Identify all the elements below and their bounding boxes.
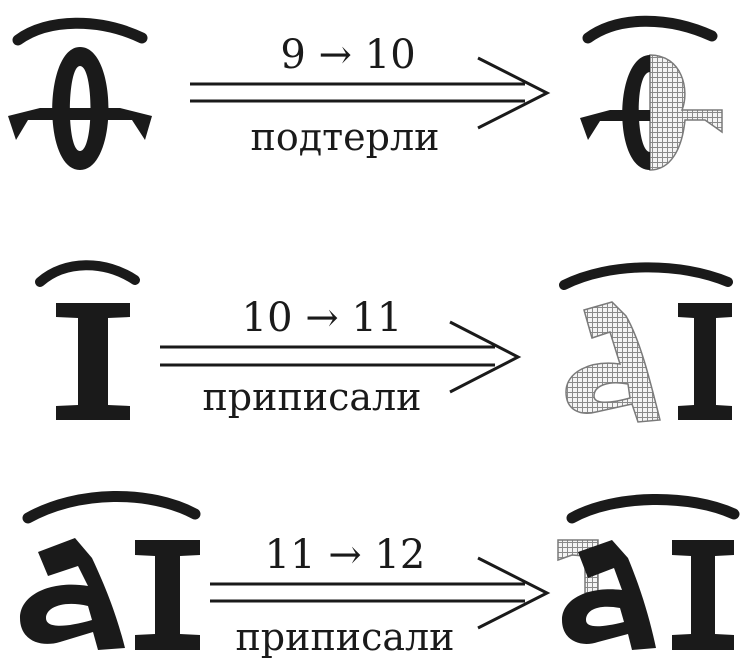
a-letter [20,538,125,650]
number-transition-label: 11 → 12 [265,532,426,578]
i-letter [672,540,734,650]
titlo-mark [559,262,733,290]
transform-arrow-1 [190,56,551,130]
number-transition-label: 10 → 11 [242,295,403,341]
added-a-letter [565,301,661,423]
titlo-mark [35,260,140,287]
row-3: 11 → 12 приписали [20,491,740,659]
action-label: приписали [202,375,421,419]
source-glyph-ai [20,491,201,650]
number-transition-label: 9 → 10 [280,32,415,78]
titlo-mark [12,17,148,46]
source-glyph-fita [8,17,152,170]
source-glyph-i [35,260,140,420]
titlo-mark [566,494,740,524]
action-label: подтерли [251,115,440,159]
i-letter [678,303,732,420]
result-glyph-fita-erased [580,15,723,171]
a-letter [562,540,656,650]
action-label: приписали [235,615,454,659]
result-glyph-iai [557,494,740,650]
erased-part [649,54,723,171]
fita-outer [52,47,109,170]
i-letter [56,303,130,420]
fita-crossbar [8,108,152,140]
result-glyph-ai [559,262,733,423]
transform-arrow-3 [210,556,551,630]
i-letter [135,540,200,650]
fita-crossbar-remaining [580,110,650,140]
row-1: 9 → 10 подтерли [8,15,723,171]
titlo-mark [582,15,718,44]
row-2: 10 → 11 приписали [35,260,733,423]
transform-arrow-2 [160,320,522,394]
titlo-mark [22,491,201,524]
